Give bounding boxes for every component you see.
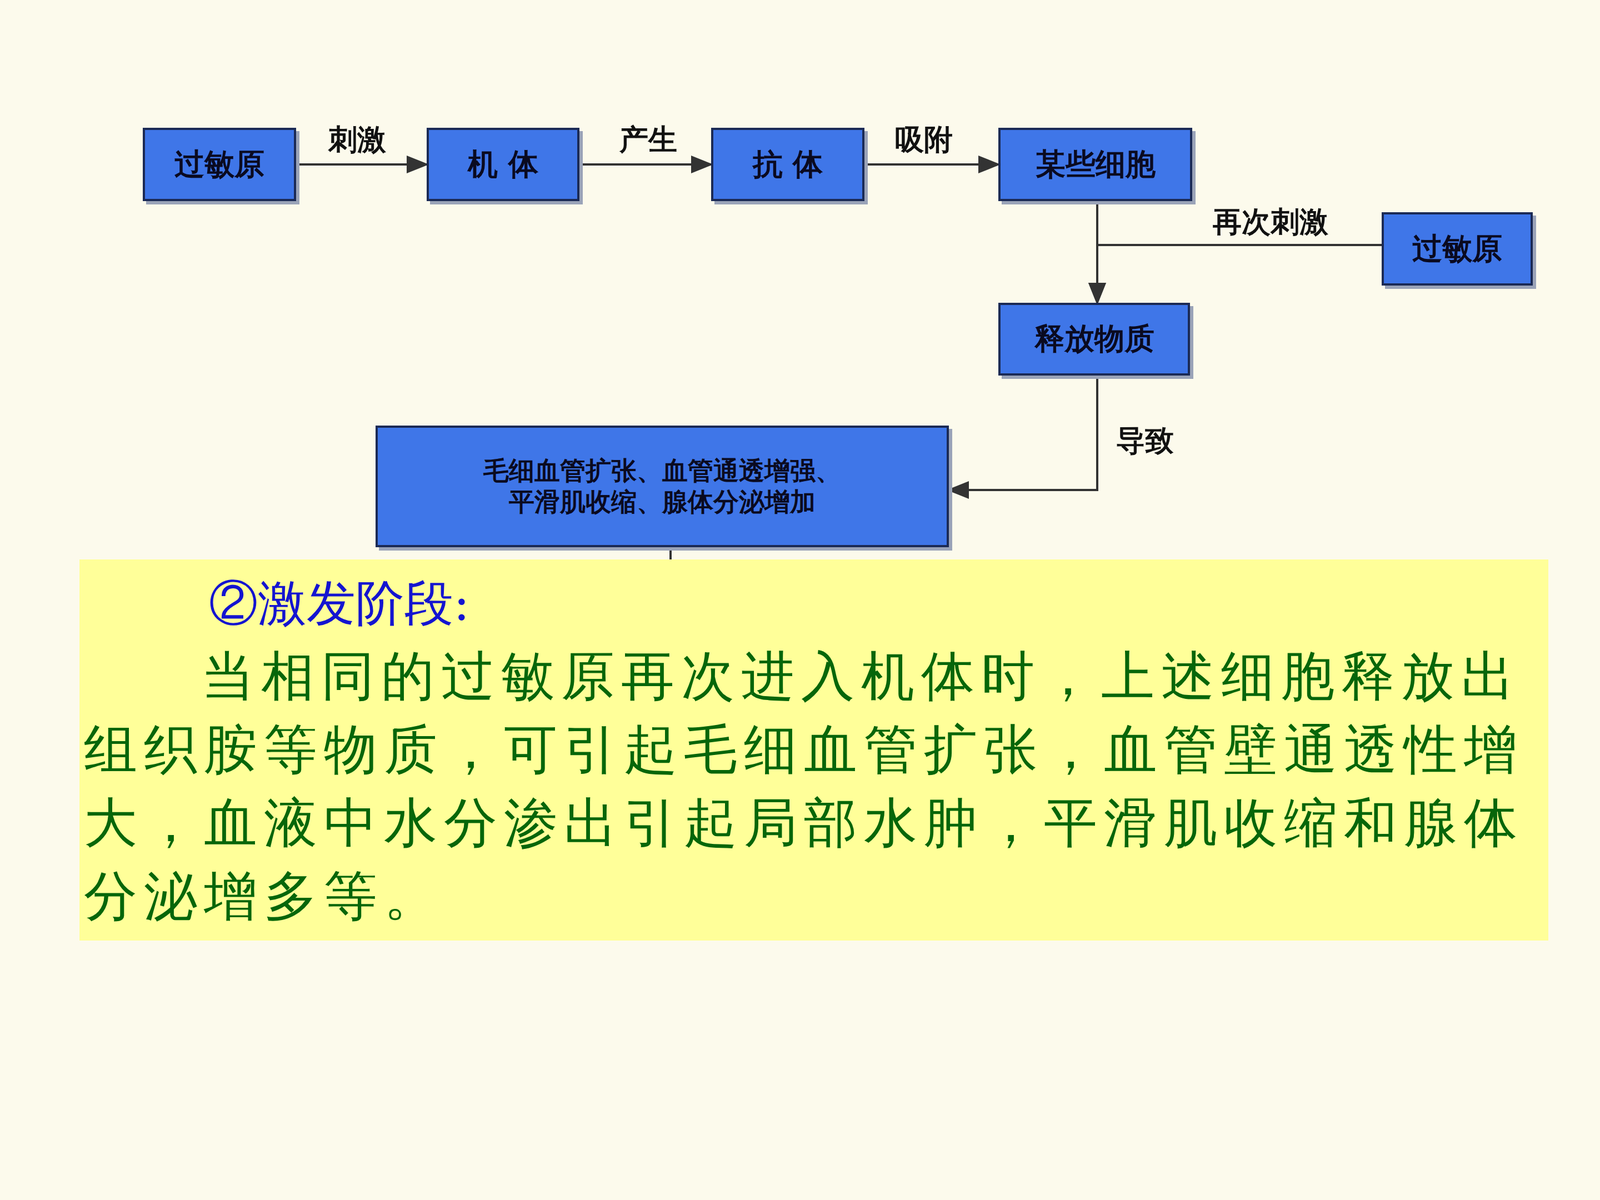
flow-arrow	[296, 163, 427, 166]
edge-label: 吸附	[892, 120, 955, 160]
process-box: 过敏原	[142, 127, 297, 202]
box-label: 过敏原	[174, 144, 265, 185]
process-box: 毛细血管扩张、血管通透增强、平滑肌收缩、腺体分泌增加	[375, 425, 949, 548]
flow-arrow	[864, 163, 999, 166]
box-label: 某些细胞	[1035, 144, 1156, 185]
box-label: 抗 体	[752, 144, 824, 185]
edge-label: 刺激	[326, 120, 389, 160]
panel-heading: ②激发阶段:	[83, 567, 1544, 640]
box-label: 毛细血管扩张、血管通透增强、平滑肌收缩、腺体分泌增加	[480, 455, 844, 517]
process-box: 抗 体	[711, 127, 865, 202]
box-label: 机 体	[467, 144, 539, 185]
flow-arrow	[1097, 245, 1382, 303]
process-box: 过敏原	[1381, 212, 1533, 286]
box-label: 过敏原	[1412, 228, 1503, 270]
note-panel: ②激发阶段:当相同的过敏原再次进入机体时，上述细胞释放出组织胺等物质，可引起毛细…	[79, 559, 1549, 941]
panel-body: 当相同的过敏原再次进入机体时，上述细胞释放出组织胺等物质，可引起毛细血管扩张，血…	[83, 639, 1544, 933]
box-label: 释放物质	[1034, 318, 1155, 360]
edge-label: 再次刺激	[1210, 202, 1331, 242]
flow-arrow	[579, 163, 712, 166]
flow-arrow	[948, 375, 1098, 490]
process-box: 释放物质	[998, 302, 1190, 376]
edge-label: 产生	[617, 120, 680, 160]
edge-label: 导致	[1113, 421, 1177, 461]
process-box: 机 体	[426, 127, 580, 202]
process-box: 某些细胞	[998, 127, 1193, 202]
